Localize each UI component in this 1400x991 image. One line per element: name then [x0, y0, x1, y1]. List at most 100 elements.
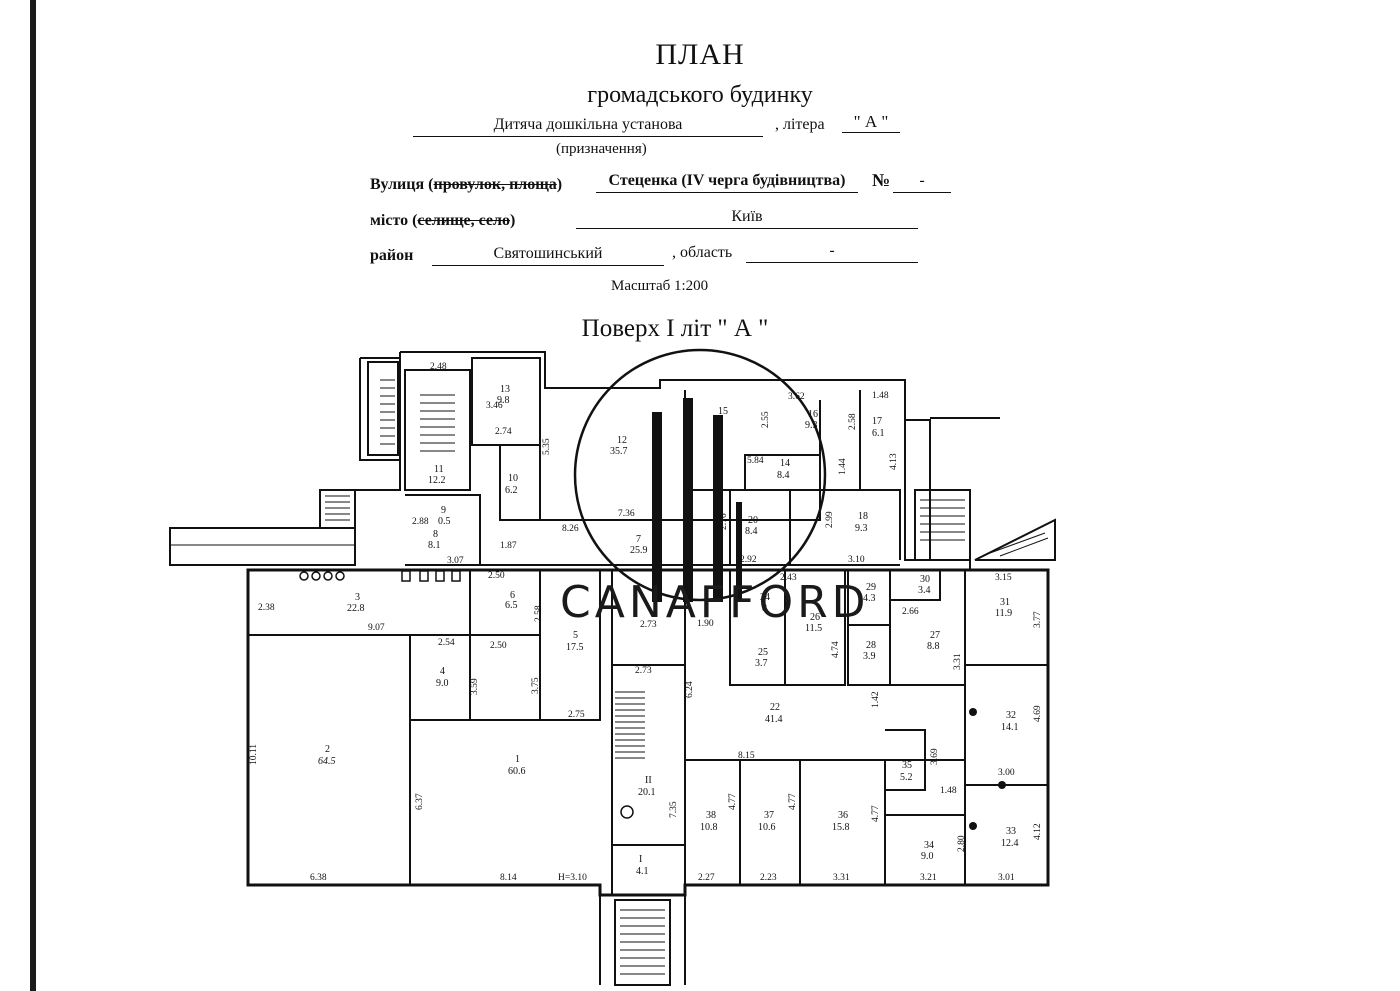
svg-text:3.75: 3.75	[531, 677, 541, 694]
svg-text:3.9: 3.9	[863, 651, 876, 662]
svg-text:26: 26	[810, 612, 820, 623]
svg-text:4.3: 4.3	[863, 593, 876, 604]
svg-text:13: 13	[500, 384, 510, 395]
svg-text:3.7: 3.7	[755, 658, 768, 669]
svg-text:8.4: 8.4	[777, 470, 790, 481]
svg-text:28: 28	[866, 640, 876, 651]
street-field: Стеценка (IV черга будівництва)	[596, 172, 858, 193]
svg-text:2.73: 2.73	[635, 666, 652, 676]
svg-text:1.90: 1.90	[697, 619, 714, 629]
svg-text:2.99: 2.99	[825, 511, 835, 528]
svg-text:I: I	[639, 854, 642, 865]
svg-text:35.7: 35.7	[610, 446, 628, 457]
svg-text:24: 24	[760, 592, 770, 603]
svg-text:9.8: 9.8	[497, 395, 510, 406]
svg-text:30: 30	[920, 574, 930, 585]
svg-text:8.14: 8.14	[500, 873, 517, 883]
svg-text:41.4: 41.4	[765, 714, 783, 725]
svg-text:6.1: 6.1	[872, 428, 885, 439]
svg-text:2.80: 2.80	[957, 835, 967, 852]
number-field: -	[893, 172, 951, 193]
purpose-caption: (призначення)	[556, 141, 647, 157]
svg-text:5: 5	[573, 630, 578, 641]
svg-text:2.50: 2.50	[488, 571, 505, 581]
svg-text:14: 14	[780, 458, 790, 469]
svg-text:2.27: 2.27	[698, 873, 715, 883]
svg-text:3.59: 3.59	[470, 678, 480, 695]
svg-text:2.54: 2.54	[438, 638, 455, 648]
svg-text:4.12: 4.12	[1033, 823, 1043, 840]
svg-text:14.1: 14.1	[1001, 722, 1019, 733]
svg-text:8.8: 8.8	[927, 641, 940, 652]
svg-text:1.48: 1.48	[940, 786, 957, 796]
purpose-field: Дитяча дошкільна установа	[413, 116, 763, 137]
document-subtitle: громадського будинку	[587, 82, 813, 108]
svg-text:4.13: 4.13	[889, 453, 899, 470]
svg-text:34: 34	[924, 840, 934, 851]
svg-text:22: 22	[770, 702, 780, 713]
svg-text:10.8: 10.8	[700, 822, 718, 833]
svg-text:7.35: 7.35	[669, 801, 679, 818]
district-field: Святошинський	[432, 245, 664, 266]
svg-text:25: 25	[758, 647, 768, 658]
svg-text:2.92: 2.92	[740, 555, 757, 565]
svg-text:10: 10	[508, 473, 518, 484]
svg-text:33: 33	[1006, 826, 1016, 837]
svg-text:11.9: 11.9	[995, 608, 1012, 619]
svg-text:2.55: 2.55	[761, 411, 771, 428]
svg-text:15.8: 15.8	[832, 822, 850, 833]
city-field: Київ	[576, 208, 918, 229]
svg-text:64.5: 64.5	[318, 756, 336, 767]
svg-text:32: 32	[1006, 710, 1016, 721]
svg-text:9: 9	[441, 505, 446, 516]
svg-text:31: 31	[1000, 597, 1010, 608]
svg-text:2.48: 2.48	[430, 362, 447, 372]
svg-text:5.84: 5.84	[747, 456, 764, 466]
svg-text:2.58: 2.58	[848, 413, 858, 430]
svg-text:2.73: 2.73	[640, 620, 657, 630]
svg-text:6.2: 6.2	[505, 485, 518, 496]
svg-text:22.8: 22.8	[347, 603, 365, 614]
svg-text:8.15: 8.15	[738, 751, 755, 761]
svg-text:3.77: 3.77	[1033, 611, 1043, 628]
svg-text:3: 3	[355, 592, 360, 603]
svg-text:15: 15	[718, 406, 728, 417]
svg-text:4.77: 4.77	[788, 793, 798, 810]
scale-label: Масштаб 1:200	[611, 278, 709, 294]
svg-text:9.3: 9.3	[855, 523, 868, 534]
svg-text:3.21: 3.21	[920, 873, 937, 883]
svg-text:3.46: 3.46	[486, 401, 503, 411]
watermark-brand: CANAFFORD	[560, 577, 870, 628]
svg-text:6: 6	[510, 590, 515, 601]
svg-text:2: 2	[325, 744, 330, 755]
svg-text:2.75: 2.75	[568, 710, 585, 720]
litera-field: " А "	[842, 112, 900, 133]
svg-text:5.2: 5.2	[900, 772, 913, 783]
svg-text:3.15: 3.15	[995, 573, 1012, 583]
svg-text:37: 37	[764, 810, 774, 821]
svg-text:8.26: 8.26	[562, 524, 579, 534]
street-struck: провулок, площа	[433, 176, 557, 193]
svg-text:17: 17	[872, 416, 882, 427]
svg-text:2.66: 2.66	[902, 607, 919, 617]
svg-text:4: 4	[440, 666, 445, 677]
svg-text:2.38: 2.38	[258, 603, 275, 613]
svg-text:9.0: 9.0	[921, 851, 934, 862]
svg-text:11.5: 11.5	[805, 623, 822, 634]
svg-text:35: 35	[902, 760, 912, 771]
svg-text:4.74: 4.74	[831, 641, 841, 658]
svg-text:8.4: 8.4	[745, 526, 758, 537]
region-label: , область	[672, 244, 733, 261]
svg-text:6.24: 6.24	[685, 681, 695, 698]
svg-text:8: 8	[433, 529, 438, 540]
svg-text:1.42: 1.42	[871, 691, 881, 708]
svg-text:6.38: 6.38	[310, 873, 327, 883]
svg-text:0.5: 0.5	[438, 516, 451, 527]
scan-border	[30, 0, 36, 991]
svg-text:25.9: 25.9	[630, 545, 648, 556]
svg-text:2.50: 2.50	[490, 641, 507, 651]
svg-text:8.1: 8.1	[428, 540, 441, 551]
number-label: №	[872, 170, 891, 190]
svg-text:27: 27	[930, 630, 940, 641]
svg-text:2.58: 2.58	[534, 605, 544, 622]
